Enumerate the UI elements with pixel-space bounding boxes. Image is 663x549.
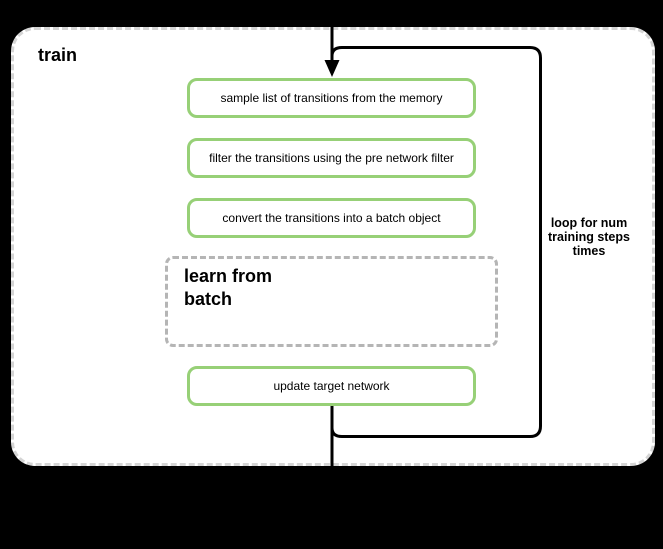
step-filter-transitions: filter the transitions using the pre net… (187, 138, 476, 178)
loop-annotation-label: loop for num training steps times (548, 216, 630, 258)
step-convert-to-batch: convert the transitions into a batch obj… (187, 198, 476, 238)
train-label: train (38, 45, 78, 65)
learn-from-batch-label: learn from batch (184, 266, 273, 309)
step-sample-transitions: sample list of transitions from the memo… (187, 78, 476, 118)
step-update-target-network: update target network (187, 366, 476, 406)
step-sample-transitions-label: sample list of transitions from the memo… (220, 91, 443, 105)
step-filter-transitions-label: filter the transitions using the pre net… (209, 151, 454, 165)
step-convert-to-batch-label: convert the transitions into a batch obj… (222, 211, 441, 225)
learn-from-batch-box: learn from batch (165, 256, 498, 347)
step-update-target-network-label: update target network (273, 379, 390, 393)
